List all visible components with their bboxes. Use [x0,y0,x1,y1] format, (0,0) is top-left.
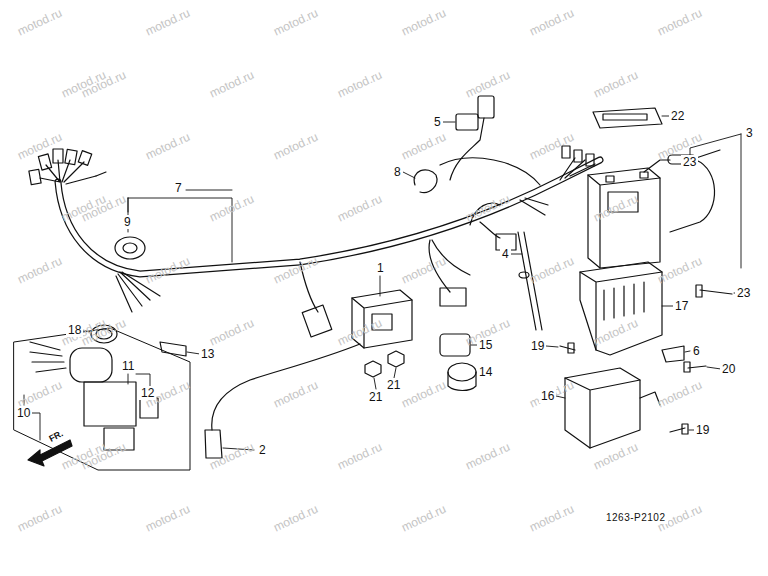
callout-number: 21 [385,378,402,392]
callout-number: 16 [539,389,556,403]
callout-number: 15 [477,338,494,352]
watermark: motod.ru [464,69,512,100]
callout-number: 7 [173,181,184,195]
watermark: motod.ru [16,131,64,162]
watermark: motod.ru [528,7,576,38]
callout-number: 21 [367,390,384,404]
watermark: motod.ru [656,255,704,286]
watermark: motod.ru [400,255,448,286]
callout-number: 9 [122,215,133,229]
callout-number: 10 [15,406,32,420]
callout-number: 11 [120,359,136,373]
watermark: motod.ru [16,7,64,38]
watermark: motod.ru [208,317,256,348]
watermark: motod.ru [16,379,64,410]
callout-number: 5 [432,115,443,129]
callout-number: 19 [694,423,711,437]
callout-number: 4 [500,247,511,261]
callout-number: 2 [257,443,268,457]
watermark: motod.ru [592,69,640,100]
watermark: motod.ru [400,131,448,162]
watermark: motod.ru [528,503,576,534]
drawing-code: 1263-P2102 [604,512,668,524]
watermark: motod.ru [144,503,192,534]
callout-number: 13 [199,347,216,361]
watermark: motod.ru [592,317,640,348]
front-marker: FR. [47,429,66,445]
callout-number: 19 [529,339,546,353]
watermark: motod.ru [16,503,64,534]
watermark: motod.ru [144,131,192,162]
watermark: motod.ru [272,7,320,38]
callout-number: 3 [744,126,755,140]
watermark: motod.ru [528,255,576,286]
callout-number: 14 [477,365,494,379]
watermark: motod.ru [400,7,448,38]
watermark: motod.ru [400,379,448,410]
watermark: motod.ru [656,7,704,38]
watermark: motod.ru [336,193,384,224]
callout-number: 20 [720,362,737,376]
callout-number: 18 [66,323,83,337]
watermark: motod.ru [464,441,512,472]
callout-number: 8 [392,165,403,179]
watermark: motod.ru [656,379,704,410]
callout-number: 6 [691,344,702,358]
watermark: motod.ru [336,317,384,348]
watermark: motod.ru [336,441,384,472]
watermark: motod.ru [208,69,256,100]
watermark: motod.ru [400,503,448,534]
watermark: motod.ru [16,255,64,286]
watermark: motod.ru [592,193,640,224]
callout-number: 17 [673,299,690,313]
watermark: motod.ru [144,7,192,38]
callout-number: 22 [669,109,686,123]
watermark: motod.ru [272,131,320,162]
watermark: motod.ru [272,503,320,534]
callout-number: 23 [735,286,752,300]
callout-number: 1 [375,261,386,275]
watermark: motod.ru [208,441,256,472]
watermark: motod.ru [272,379,320,410]
watermark: motod.ru [336,69,384,100]
callout-number: 12 [139,386,156,400]
callout-number: 23 [681,155,698,169]
